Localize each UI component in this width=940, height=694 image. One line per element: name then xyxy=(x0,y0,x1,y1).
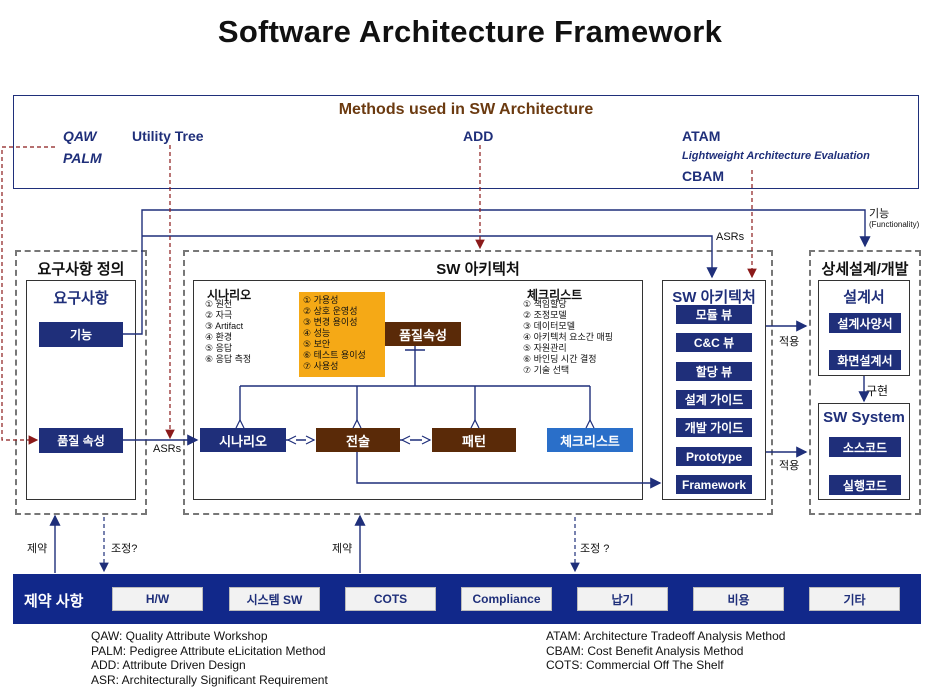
scenario-node: 시나리오 xyxy=(200,428,286,452)
checklist-item: ① 책임할당 xyxy=(523,299,567,309)
sw-architecture-section xyxy=(183,250,773,515)
legend-item: CBAM: Cost Benefit Analysis Method xyxy=(546,643,744,658)
view-framework: Framework xyxy=(676,475,752,494)
constraint-delivery: 납기 xyxy=(577,587,668,611)
qaw-to-quality-line xyxy=(1,146,55,445)
legend-item: COTS: Commercial Off The Shelf xyxy=(546,658,724,672)
quality-item: ⑦ 사용성 xyxy=(303,361,339,371)
constraint-hw: H/W xyxy=(112,587,203,611)
quality-item: ② 상호 운영성 xyxy=(303,306,358,316)
methods-title: Methods used in SW Architecture xyxy=(338,101,594,118)
detail-design-section xyxy=(809,250,921,515)
method-atam: ATAM xyxy=(682,128,721,144)
method-lightweight: Lightweight Architecture Evaluation xyxy=(682,150,870,162)
scenario-header: 시나리오 xyxy=(207,288,252,302)
source-code-box: 소스코드 xyxy=(829,437,901,457)
tactic-to-arch-line xyxy=(356,452,662,489)
screen-design-box: 화면설계서 xyxy=(829,350,901,370)
legend-right: ATAM: Architecture Tradeoff Analysis Met… xyxy=(546,629,785,673)
view-prototype: Prototype xyxy=(676,447,752,466)
apply-label-2: 적용 xyxy=(779,460,800,472)
asrs-top-label: ASRs xyxy=(716,231,745,243)
checklist-list: ① 책임할당 ② 조정모델 ③ 데이터모델 ④ 아키텍처 요소간 매핑 ⑤ 자원… xyxy=(523,299,613,376)
legend-item: ATAM: Architecture Tradeoff Analysis Met… xyxy=(546,629,786,643)
method-cbam: CBAM xyxy=(682,168,724,184)
view-module: 모듈 뷰 xyxy=(676,305,752,324)
page-title: Software Architecture Framework xyxy=(217,14,723,49)
quality-item: ⑤ 보안 xyxy=(303,339,331,349)
scenario-item: ⑥ 응답 측정 xyxy=(205,354,252,364)
checklist-item: ⑦ 기술 선택 xyxy=(523,365,570,375)
legend-item: ADD: Attribute Driven Design xyxy=(91,658,246,672)
view-design-guide: 설계 가이드 xyxy=(676,390,752,409)
asrs-left-label: ASRs xyxy=(153,443,182,455)
sw-architecture-inner-box xyxy=(193,280,643,500)
view-dev-guide: 개발 가이드 xyxy=(676,418,752,437)
function-to-arch-line xyxy=(123,209,871,335)
adjust-label-2: 조정 ? xyxy=(580,543,610,555)
quality-attribute-list: ① 가용성 ② 상호 운영성 ③ 변경 용이성 ④ 성능 ⑤ 보안 ⑥ 테스트 … xyxy=(299,292,385,377)
method-qaw: QAW xyxy=(63,128,97,144)
design-doc-title: 설계서 xyxy=(843,289,885,306)
view-allocation: 할당 뷰 xyxy=(676,362,752,381)
constraint-cots: COTS xyxy=(345,587,436,611)
implement-label: 구현 xyxy=(866,384,889,398)
requirements-box xyxy=(26,280,136,500)
sw-architecture-section-title: SW 아키텍처 xyxy=(436,261,520,278)
scenario-list: ① 원천 ② 자극 ③ Artifact ④ 환경 ⑤ 응답 ⑥ 응답 측정 xyxy=(205,299,251,365)
detail-design-section-title: 상세설계/개발 xyxy=(821,261,909,278)
quality-item: ③ 변경 용이성 xyxy=(303,317,358,327)
legend-item: QAW: Quality Attribute Workshop xyxy=(91,629,268,643)
asrs-line xyxy=(142,235,718,279)
legend-item: PALM: Pedigree Attribute eLicitation Met… xyxy=(91,643,326,658)
quality-item: ④ 성능 xyxy=(303,328,331,338)
method-utility-tree: Utility Tree xyxy=(132,128,204,144)
quality-attribute-node: 품질속성 xyxy=(385,322,461,346)
requirements-box-title: 요구사항 xyxy=(53,290,109,307)
scenario-item: ⑤ 응답 xyxy=(205,343,233,353)
sw-system-title: SW System xyxy=(823,409,905,426)
checklist-item: ③ 데이터모델 xyxy=(523,321,575,331)
scenario-item: ① 원천 xyxy=(205,299,233,309)
scenario-item: ④ 환경 xyxy=(205,332,233,342)
executable-code-box: 실행코드 xyxy=(829,475,901,495)
checklist-header: 체크리스트 xyxy=(527,288,583,302)
constraint-compliance: Compliance xyxy=(461,587,552,611)
checklist-item: ④ 아키텍처 요소간 매핑 xyxy=(523,332,614,342)
design-spec-box: 설계사양서 xyxy=(829,313,901,333)
legend-left: QAW: Quality Attribute Workshop PALM: Pe… xyxy=(91,629,328,687)
quality-item: ① 가용성 xyxy=(303,295,339,305)
scenario-item: ③ Artifact xyxy=(205,321,244,331)
apply-label-1: 적용 xyxy=(779,336,800,348)
constraints-title: 제약 사항 xyxy=(24,593,84,610)
scenario-item: ② 자극 xyxy=(205,310,233,320)
constraint-label-1: 제약 xyxy=(27,543,48,555)
functionality-sublabel: (Functionality) xyxy=(869,220,920,229)
checklist-node: 체크리스트 xyxy=(547,428,633,452)
constraint-label-2: 제약 xyxy=(332,543,353,555)
pattern-node: 패턴 xyxy=(432,428,516,452)
requirements-section xyxy=(15,250,147,515)
adjust-label-1: 조정? xyxy=(111,543,138,555)
arch-views-title: SW 아키텍처 xyxy=(672,289,756,306)
view-cc: C&C 뷰 xyxy=(676,333,752,352)
constraint-etc: 기타 xyxy=(809,587,900,611)
constraint-cost: 비용 xyxy=(693,587,784,611)
functionality-label: 기능 xyxy=(869,208,890,220)
checklist-item: ⑥ 바인딩 시간 결정 xyxy=(523,354,597,364)
method-palm: PALM xyxy=(63,150,102,166)
legend-item: ASR: Architecturally Significant Require… xyxy=(91,672,328,687)
tactic-node: 전술 xyxy=(316,428,400,452)
methods-panel xyxy=(13,95,919,189)
quality-item: ⑥ 테스트 용이성 xyxy=(303,350,366,360)
method-add: ADD xyxy=(463,128,494,144)
function-box: 기능 xyxy=(39,322,123,347)
checklist-item: ② 조정모델 xyxy=(523,310,567,320)
quality-attribute-box: 품질 속성 xyxy=(39,428,123,453)
checklist-item: ⑤ 자원관리 xyxy=(523,343,567,353)
requirements-section-title: 요구사항 정의 xyxy=(37,261,125,278)
constraint-system-sw: 시스템 SW xyxy=(229,587,320,611)
